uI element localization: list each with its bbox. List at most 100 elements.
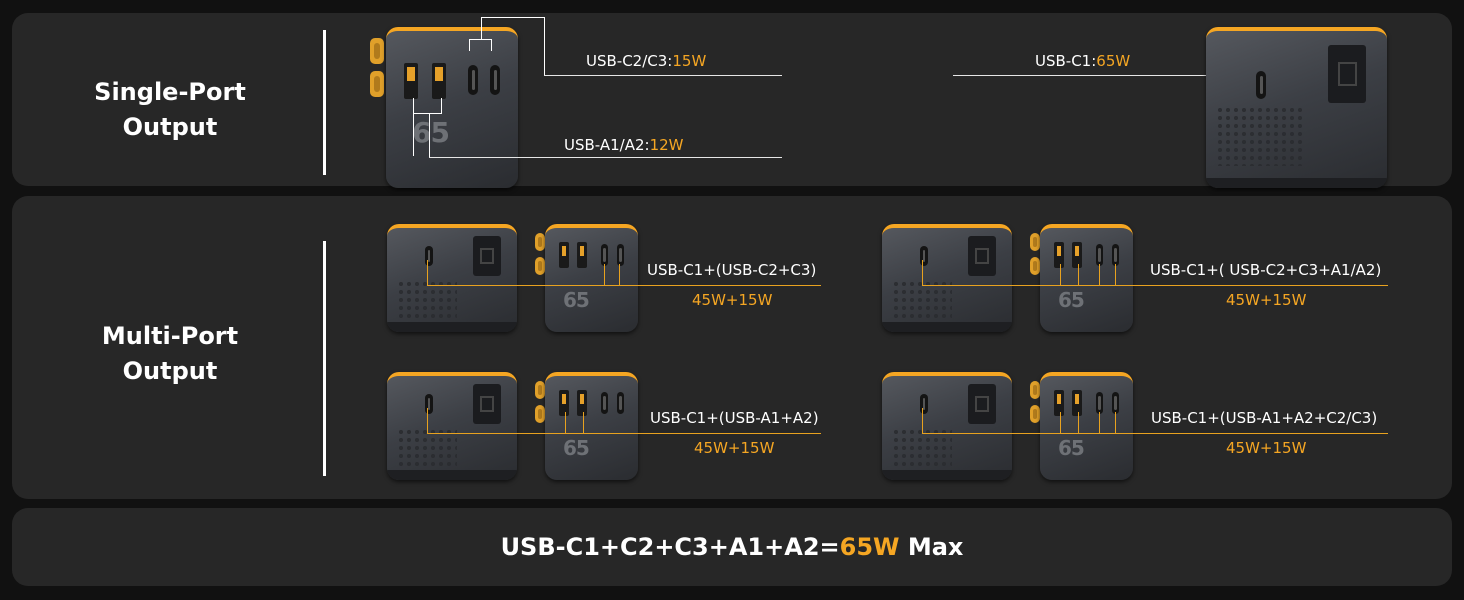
usb-c3-port [617,392,624,414]
usb-c3-port [490,65,500,95]
connector-line [565,412,566,433]
ac-outlet [968,236,996,276]
plug-pin [370,38,384,64]
charger-side-image [882,372,1012,480]
plug-pin [1030,257,1040,275]
charger-front-image: 65 [1040,372,1133,480]
usb-c1-port [1256,71,1266,99]
max-output-text: USB-C1+C2+C3+A1+A2=65W Max [12,532,1452,562]
usb-c3-port [617,244,624,266]
watermark-65: 65 [1058,288,1085,312]
connector-line [922,433,1388,434]
connector-line [481,17,482,39]
charger-side-image [387,372,517,480]
connector-line [427,285,821,286]
charger-side-image [1206,27,1387,188]
usb-c1-port [425,394,433,414]
label-usb-c2-c3: USB-C2/C3:15W [586,52,706,70]
usb-c2-port [601,244,608,266]
connector-line [619,264,620,285]
watermark-65: 65 [563,436,590,460]
charger-front-image: 65 [1040,224,1133,332]
usb-a1-port [1054,390,1064,416]
max-output-panel: USB-C1+C2+C3+A1+A2=65W Max [12,508,1452,586]
single-port-panel: Single-Port Output 65 USB-C2/C3:15W USB-… [12,13,1452,188]
texture-dots [1216,106,1306,166]
connector-line [441,98,442,114]
max-output-power: 65W [839,533,900,561]
texture-dots [397,428,457,466]
label-usb-a1-a2: USB-A1/A2:12W [564,136,684,154]
usb-c2-port [1096,244,1103,266]
connector-line [427,433,821,434]
connector-line [922,408,923,433]
charger-front-image: 65 [545,372,638,480]
ac-outlet [1328,45,1366,103]
connector-line [1078,264,1079,285]
combo-label: USB-C1+( USB-C2+C3+A1/A2) [1150,261,1382,279]
combo-power: 45W+15W [694,439,775,457]
plug-pin [1030,381,1040,399]
combo-power: 45W+15W [692,291,773,309]
combo-label: USB-C1+(USB-C2+C3) [647,261,817,279]
ac-outlet [473,236,501,276]
usb-c2-port [601,392,608,414]
connector-line [544,75,782,76]
charger-front-image: 65 [386,27,518,188]
combo-power: 45W+15W [1226,439,1307,457]
combo-label: USB-C1+(USB-A1+A2) [650,409,819,427]
plug-pin [535,381,545,399]
charger-front-image: 65 [545,224,638,332]
usb-c1-port [920,394,928,414]
connector-line [413,113,442,114]
texture-dots [892,280,952,318]
ac-outlet [473,384,501,424]
combo-power: 45W+15W [1226,291,1307,309]
connector-line [1078,412,1079,433]
label-text: USB-C1: [1035,52,1097,70]
usb-a1-port [559,242,569,268]
label-text: USB-C2/C3: [586,52,673,70]
connector-line [469,39,492,40]
single-port-title-line2: Output [122,113,218,141]
plug-pin [535,233,545,251]
connector-line [1115,412,1116,433]
usb-a1-port [1054,242,1064,268]
ac-outlet [968,384,996,424]
max-output-prefix: USB-C1+C2+C3+A1+A2= [500,533,840,561]
plug-pin [535,257,545,275]
connector-line [544,17,545,76]
usb-c2-port [1096,392,1103,414]
connector-line [583,412,584,433]
watermark-65: 65 [1058,436,1085,460]
usb-a2-port [432,63,446,99]
connector-line [922,285,1388,286]
plug-pin [535,405,545,423]
multi-port-title-line2: Output [122,357,218,385]
texture-dots [397,280,457,318]
usb-c3-port [1112,392,1119,414]
connector-line [481,17,544,18]
label-power: 15W [672,52,707,70]
connector-line [1060,264,1061,285]
divider [323,241,326,476]
connector-line [1060,412,1061,433]
usb-c3-port [1112,244,1119,266]
connector-line [604,264,605,285]
connector-line [1099,264,1100,285]
connector-line [1099,412,1100,433]
connector-line [1115,264,1116,285]
texture-dots [892,428,952,466]
connector-line [427,408,428,433]
usb-c1-port [920,246,928,266]
connector-line [427,260,428,285]
connector-line [922,260,923,285]
usb-c2-port [468,65,478,95]
label-text: USB-A1/A2: [564,136,650,154]
charger-side-image [387,224,517,332]
plug-pin [1030,405,1040,423]
label-usb-c1: USB-C1:65W [1035,52,1130,70]
connector-line [429,157,782,158]
usb-a2-port [1072,242,1082,268]
charger-side-image [882,224,1012,332]
